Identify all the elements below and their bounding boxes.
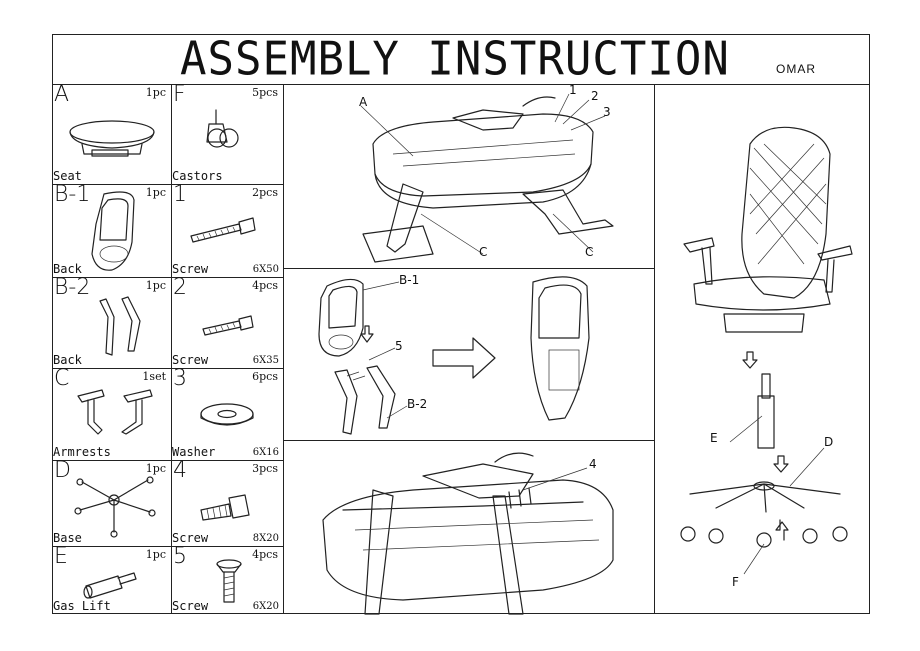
part-size: 8X20 xyxy=(252,533,279,544)
step4-full-chair-diagram: E D F xyxy=(680,126,853,589)
part-letter: B-1 xyxy=(54,182,91,207)
part-qty: 1pc xyxy=(145,279,166,292)
part-cell-screw-1: 1 2pcs Screw 6X50 xyxy=(171,184,283,277)
part-size: 6X16 xyxy=(252,447,279,458)
step2-label-5: 5 xyxy=(395,339,403,353)
row-divider xyxy=(52,184,283,186)
part-name: Screw xyxy=(172,531,209,545)
step4-label-f: F xyxy=(732,575,739,589)
step1-label-1: 1 xyxy=(569,83,577,97)
part-letter: 2 xyxy=(173,275,187,300)
part-name: Back xyxy=(53,353,82,367)
step3-label-4: 4 xyxy=(589,457,597,471)
page-title: ASSEMBLY INSTRUCTION xyxy=(180,32,730,87)
screw-6x35-icon xyxy=(202,315,254,336)
castor-icon xyxy=(206,109,239,148)
part-letter: 5 xyxy=(173,544,187,569)
part-qty: 3pcs xyxy=(252,462,278,475)
gas-lift-icon xyxy=(83,572,137,599)
part-qty: 2pcs xyxy=(252,186,278,199)
header-divider xyxy=(52,84,870,86)
part-size: 6X50 xyxy=(252,264,279,275)
part-name: Washer xyxy=(172,445,216,459)
part-letter: D xyxy=(54,458,71,483)
part-qty: 1set xyxy=(142,370,166,383)
screw-6x20-icon xyxy=(216,559,242,603)
part-name: Gas Lift xyxy=(53,599,111,613)
row-divider xyxy=(52,460,283,462)
step1-armrest-diagram: A 1 2 3 C C xyxy=(359,83,614,263)
part-cell-armrests: C 1set Armrests xyxy=(52,368,171,460)
part-qty: 1pc xyxy=(145,86,166,99)
screw-6x50-icon xyxy=(190,217,256,243)
screw-8x20-icon xyxy=(200,494,250,521)
backrest-frame-icon xyxy=(91,191,135,271)
part-cell-washer: 3 6pcs Washer 6X16 xyxy=(171,368,283,460)
part-letter: E xyxy=(54,544,68,569)
part-qty: 4pcs xyxy=(252,279,278,292)
part-name: Base xyxy=(53,531,82,545)
step-divider-1 xyxy=(283,268,654,270)
part-qty: 1pc xyxy=(145,462,166,475)
step2-label-b2: B-2 xyxy=(407,397,427,411)
part-cell-gas-lift: E 1pc Gas Lift xyxy=(52,546,171,614)
seat-icon xyxy=(69,120,155,157)
step-divider xyxy=(654,84,656,614)
part-name: Screw xyxy=(172,599,209,613)
step-divider-2 xyxy=(283,440,654,442)
part-qty: 6pcs xyxy=(252,370,278,383)
part-letter: B-2 xyxy=(54,275,91,300)
part-letter: A xyxy=(54,82,70,107)
step3-mechanism-diagram: 4 xyxy=(322,452,614,615)
part-letter: 1 xyxy=(173,182,187,207)
row-divider xyxy=(52,546,283,548)
step1-label-c-right: C xyxy=(585,245,593,259)
part-cell-back-1: B-1 1pc Back xyxy=(52,184,171,277)
part-letter: 4 xyxy=(173,458,187,483)
brand-name: OMAR xyxy=(776,62,816,76)
step2-label-b1: B-1 xyxy=(399,273,419,287)
part-cell-screw-5: 5 4pcs Screw 6X20 xyxy=(171,546,283,614)
part-name: Screw xyxy=(172,353,209,367)
part-letter: 3 xyxy=(173,366,187,391)
parts-divider-2 xyxy=(283,84,285,614)
part-cell-back-2: B-2 1pc Back xyxy=(52,277,171,368)
step1-label-2: 2 xyxy=(591,89,599,103)
instruction-sheet xyxy=(52,34,870,614)
part-name: Armrests xyxy=(53,445,111,459)
part-name: Screw xyxy=(172,262,209,276)
part-size: 6X35 xyxy=(252,355,279,366)
part-qty: 1pc xyxy=(145,548,166,561)
part-cell-base: D 1pc Base xyxy=(52,460,171,546)
step2-backrest-diagram: B-1 5 B-2 xyxy=(318,273,590,435)
parts-divider-1 xyxy=(171,84,173,614)
part-cell-castors: F 5pcs Castors xyxy=(171,84,283,184)
step1-label-3: 3 xyxy=(603,105,611,119)
step1-label-a: A xyxy=(359,95,368,109)
back-bracket-icon xyxy=(99,296,141,356)
part-name: Castors xyxy=(172,169,223,183)
part-name: Seat xyxy=(53,169,82,183)
part-name: Back xyxy=(53,262,82,276)
row-divider xyxy=(52,277,283,279)
step4-label-d: D xyxy=(824,435,833,449)
step1-label-c-left: C xyxy=(479,245,487,259)
part-size: 6X20 xyxy=(252,601,279,612)
part-qty: 5pcs xyxy=(252,86,278,99)
part-qty: 1pc xyxy=(145,186,166,199)
part-qty: 4pcs xyxy=(252,548,278,561)
part-cell-screw-2: 2 4pcs Screw 6X35 xyxy=(171,277,283,368)
base-star-icon xyxy=(74,476,156,538)
part-cell-seat: A 1pc Seat xyxy=(52,84,171,184)
part-cell-screw-4: 4 3pcs Screw 8X20 xyxy=(171,460,283,546)
armrest-icon xyxy=(77,389,153,435)
row-divider xyxy=(52,368,283,370)
step4-label-e: E xyxy=(710,431,718,445)
part-letter: C xyxy=(54,366,70,391)
washer-icon xyxy=(200,403,254,426)
part-letter: F xyxy=(173,82,186,107)
